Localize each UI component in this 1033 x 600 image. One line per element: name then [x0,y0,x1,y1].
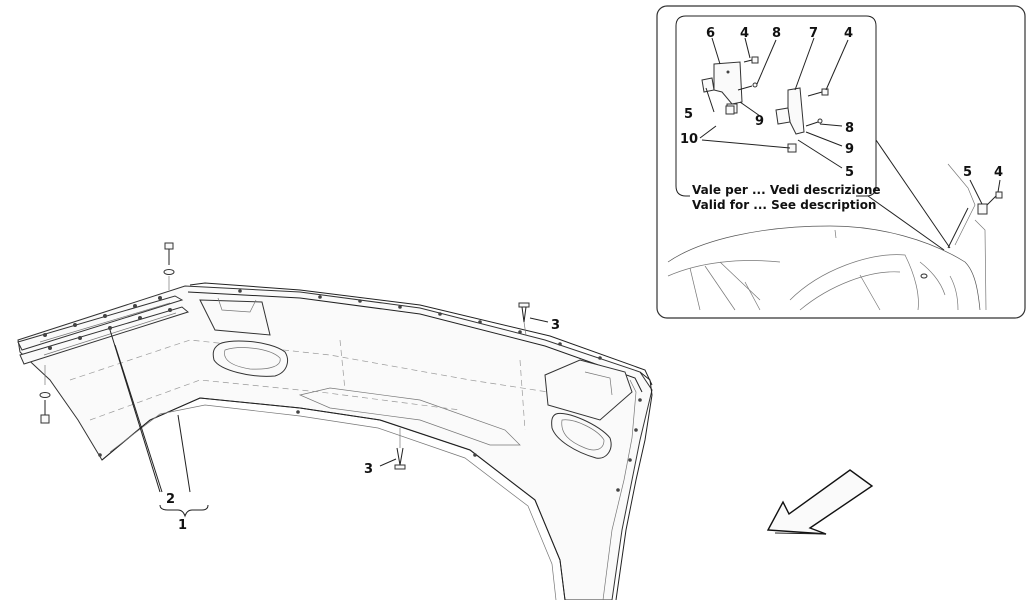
leader-lines-inset [699,37,1001,205]
leader-lines-main [109,317,549,518]
label-part-2: 2 [166,492,175,507]
side-strips [17,295,190,365]
label-part-3-bottom: 3 [364,462,373,477]
fasteners-main [39,242,530,470]
inset-bolts [737,56,1003,215]
detail-inset: 6 4 8 7 4 5 9 8 10 9 5 5 4 Vale per ... … [656,5,1026,319]
car-silhouette [667,225,981,311]
label-part-5-c: 5 [963,165,972,180]
label-part-4-b: 4 [844,26,853,41]
bracket-6 [701,61,743,115]
label-part-4-a: 4 [740,26,749,41]
mounting-holes [43,289,642,492]
label-part-10: 10 [680,132,698,147]
label-part-8-b: 8 [845,121,854,136]
bumper-cover [17,282,653,600]
label-part-5-b: 5 [845,165,854,180]
validity-note-en: Valid for ... See description [692,198,876,212]
label-part-1: 1 [178,518,187,533]
label-part-3-top: 3 [551,318,560,333]
fog-light-openings [212,340,612,459]
label-part-8-a: 8 [772,26,781,41]
label-part-5-a: 5 [684,107,693,122]
label-part-6: 6 [706,26,715,41]
label-part-4-c: 4 [994,165,1003,180]
direction-arrow-icon [766,469,874,535]
label-part-9-b: 9 [845,142,854,157]
bracket-7 [775,87,805,153]
label-part-9-a: 9 [755,114,764,129]
validity-note-it: Vale per ... Vedi descrizione [692,183,881,197]
label-part-7: 7 [809,26,818,41]
inner-brackets [199,297,633,421]
